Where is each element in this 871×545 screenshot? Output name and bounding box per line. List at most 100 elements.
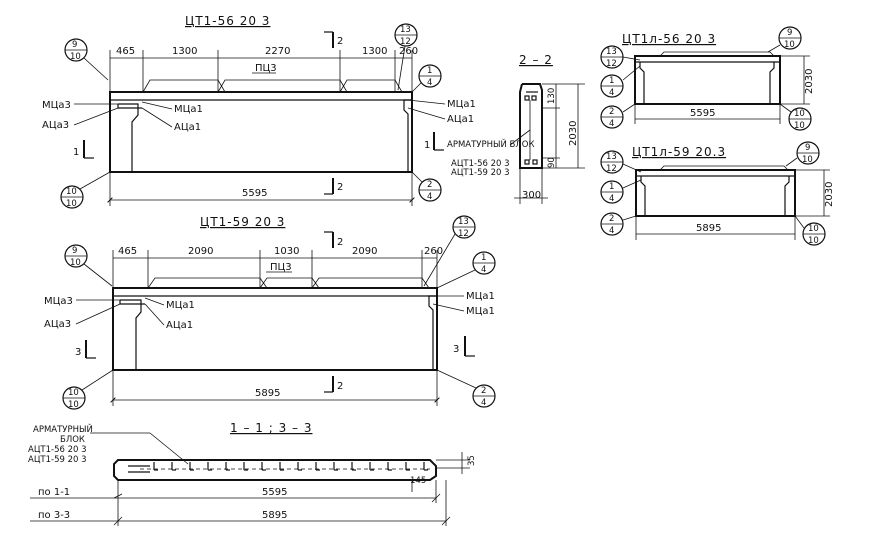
svg-text:4: 4 bbox=[481, 265, 486, 275]
svg-text:10: 10 bbox=[808, 224, 819, 234]
svg-text:12: 12 bbox=[458, 229, 469, 239]
callout-10-10: 10 10 bbox=[779, 103, 812, 131]
block-code-1: АЦТ1-56 20 3 bbox=[28, 445, 87, 455]
label-mca1-right: МЦа1 bbox=[447, 99, 476, 110]
svg-text:13: 13 bbox=[458, 217, 469, 227]
callout-r: 1 4 bbox=[411, 64, 442, 93]
view-title: ЦТ1-56 20 3 bbox=[185, 14, 270, 28]
label-pc3: ПЦ3 bbox=[270, 262, 292, 273]
view-ct1l-59: ЦТ1л-59 20.3 2030 5895 13 12 9 10 1 4 bbox=[600, 141, 835, 246]
dim-465: 465 bbox=[116, 46, 135, 57]
row2-label: по 3-3 bbox=[38, 510, 70, 521]
svg-text:1: 1 bbox=[609, 182, 614, 192]
svg-text:12: 12 bbox=[606, 59, 617, 69]
dim-145: 145 bbox=[410, 476, 426, 486]
callout-2-4: 2 4 bbox=[600, 103, 636, 129]
svg-text:1: 1 bbox=[481, 253, 486, 263]
svg-text:12: 12 bbox=[606, 164, 617, 174]
block-title-2: БЛОК bbox=[60, 435, 85, 445]
section-mark-2-top: 2 bbox=[337, 237, 343, 248]
dim-height: 2030 bbox=[804, 69, 815, 94]
callout-r: 1 4 bbox=[436, 251, 496, 289]
svg-text:2: 2 bbox=[481, 386, 486, 396]
dim-260: 260 bbox=[424, 246, 443, 257]
dim-1300-a: 1300 bbox=[172, 46, 197, 57]
svg-text:10: 10 bbox=[66, 187, 77, 197]
label-aca1-right: АЦа1 bbox=[447, 114, 474, 125]
svg-text:9: 9 bbox=[787, 28, 792, 38]
svg-text:4: 4 bbox=[609, 119, 614, 129]
callout-tr: 13 12 bbox=[394, 23, 418, 91]
svg-text:4: 4 bbox=[609, 194, 614, 204]
dim-260: 260 bbox=[399, 46, 418, 57]
svg-text:10: 10 bbox=[70, 52, 81, 62]
svg-text:9: 9 bbox=[805, 143, 810, 153]
view-ct1-59: ЦТ1-59 20 3 2 465 2090 1030 2090 260 ПЦ3… bbox=[44, 215, 496, 410]
svg-text:2: 2 bbox=[427, 180, 432, 190]
label-aca1-inner: АЦа1 bbox=[174, 122, 201, 133]
svg-text:10: 10 bbox=[802, 155, 813, 165]
label-mca3: МЦа3 bbox=[44, 296, 73, 307]
section-mark-1: 1 bbox=[424, 140, 430, 151]
callout-bl: 10 10 bbox=[60, 171, 111, 209]
callout-bl: 10 10 bbox=[62, 369, 114, 410]
section-mark-3-right: 3 bbox=[453, 344, 459, 355]
svg-text:9: 9 bbox=[72, 246, 77, 256]
dim-total: 5895 bbox=[696, 223, 721, 234]
label-pc3: ПЦ3 bbox=[255, 63, 277, 74]
block-code-2: АЦТ1-59 20 3 bbox=[28, 455, 87, 465]
svg-text:13: 13 bbox=[606, 152, 617, 162]
callout-9-10: 9 10 bbox=[785, 141, 820, 167]
svg-text:10: 10 bbox=[68, 400, 79, 410]
callout-1-4: 1 4 bbox=[600, 179, 642, 204]
callout-2-4: 2 4 bbox=[600, 212, 637, 236]
section-1-1-3-3: 1 – 1 ; 3 – 3 АРМАТУРНЫЙ БЛОК АЦТ1-56 20… bbox=[28, 421, 477, 526]
dim-2270: 2270 bbox=[265, 46, 290, 57]
dim-465: 465 bbox=[118, 246, 137, 257]
dim-2030: 2030 bbox=[568, 121, 579, 146]
view-ct1-56: ЦТ1-56 20 3 2 465 1300 2270 1300 260 ПЦ3 bbox=[42, 14, 476, 209]
svg-text:4: 4 bbox=[427, 192, 432, 202]
row1-value: 5595 bbox=[262, 487, 287, 498]
dim-total: 5595 bbox=[690, 108, 715, 119]
section-mark-2-bottom: 2 bbox=[337, 381, 343, 392]
view-title: ЦТ1л-59 20.3 bbox=[632, 145, 726, 159]
dim-130: 130 bbox=[547, 88, 557, 104]
dim-total: 5595 bbox=[242, 188, 267, 199]
callout-1-4: 1 4 bbox=[600, 65, 641, 98]
block-title: АРМАТУРНЫЙ БЛОК bbox=[447, 138, 535, 150]
svg-text:12: 12 bbox=[400, 37, 411, 47]
label-mca1-right-a: МЦа1 bbox=[466, 291, 495, 302]
dim-35: 35 bbox=[467, 455, 477, 466]
callout-13-12: 13 12 bbox=[600, 45, 641, 69]
svg-text:10: 10 bbox=[70, 258, 81, 268]
label-aca3: АЦа3 bbox=[42, 120, 69, 131]
section-title: 2 – 2 bbox=[519, 53, 553, 67]
callout-br: 2 4 bbox=[411, 171, 442, 202]
section-title: 1 – 1 ; 3 – 3 bbox=[230, 421, 312, 435]
label-mca1-right-b: МЦа1 bbox=[466, 306, 495, 317]
row1-label: по 1-1 bbox=[38, 487, 70, 498]
label-mca3: МЦа3 bbox=[42, 100, 71, 111]
callout-13-12: 13 12 bbox=[600, 150, 642, 174]
block-code-2: АЦТ1-59 20 3 bbox=[451, 168, 510, 178]
svg-text:13: 13 bbox=[606, 47, 617, 57]
view-title: ЦТ1л-56 20 3 bbox=[622, 32, 716, 46]
svg-text:1: 1 bbox=[427, 66, 432, 76]
svg-text:4: 4 bbox=[609, 226, 614, 236]
svg-text:10: 10 bbox=[808, 236, 819, 246]
row2-value: 5895 bbox=[262, 510, 287, 521]
dim-1030: 1030 bbox=[274, 246, 299, 257]
svg-text:9: 9 bbox=[72, 40, 77, 50]
section-mark-1: 1 bbox=[73, 147, 79, 158]
view-title: ЦТ1-59 20 3 bbox=[200, 215, 285, 229]
svg-text:4: 4 bbox=[481, 398, 486, 408]
section-mark-3-left: 3 bbox=[75, 347, 81, 358]
label-aca3: АЦа3 bbox=[44, 319, 71, 330]
label-mca1-inner: МЦа1 bbox=[174, 104, 203, 115]
dim-height: 2030 bbox=[824, 182, 835, 207]
dim-total: 5895 bbox=[255, 388, 280, 399]
callout-tl: 9 10 bbox=[64, 244, 113, 287]
callout-tr: 13 12 bbox=[423, 215, 476, 287]
